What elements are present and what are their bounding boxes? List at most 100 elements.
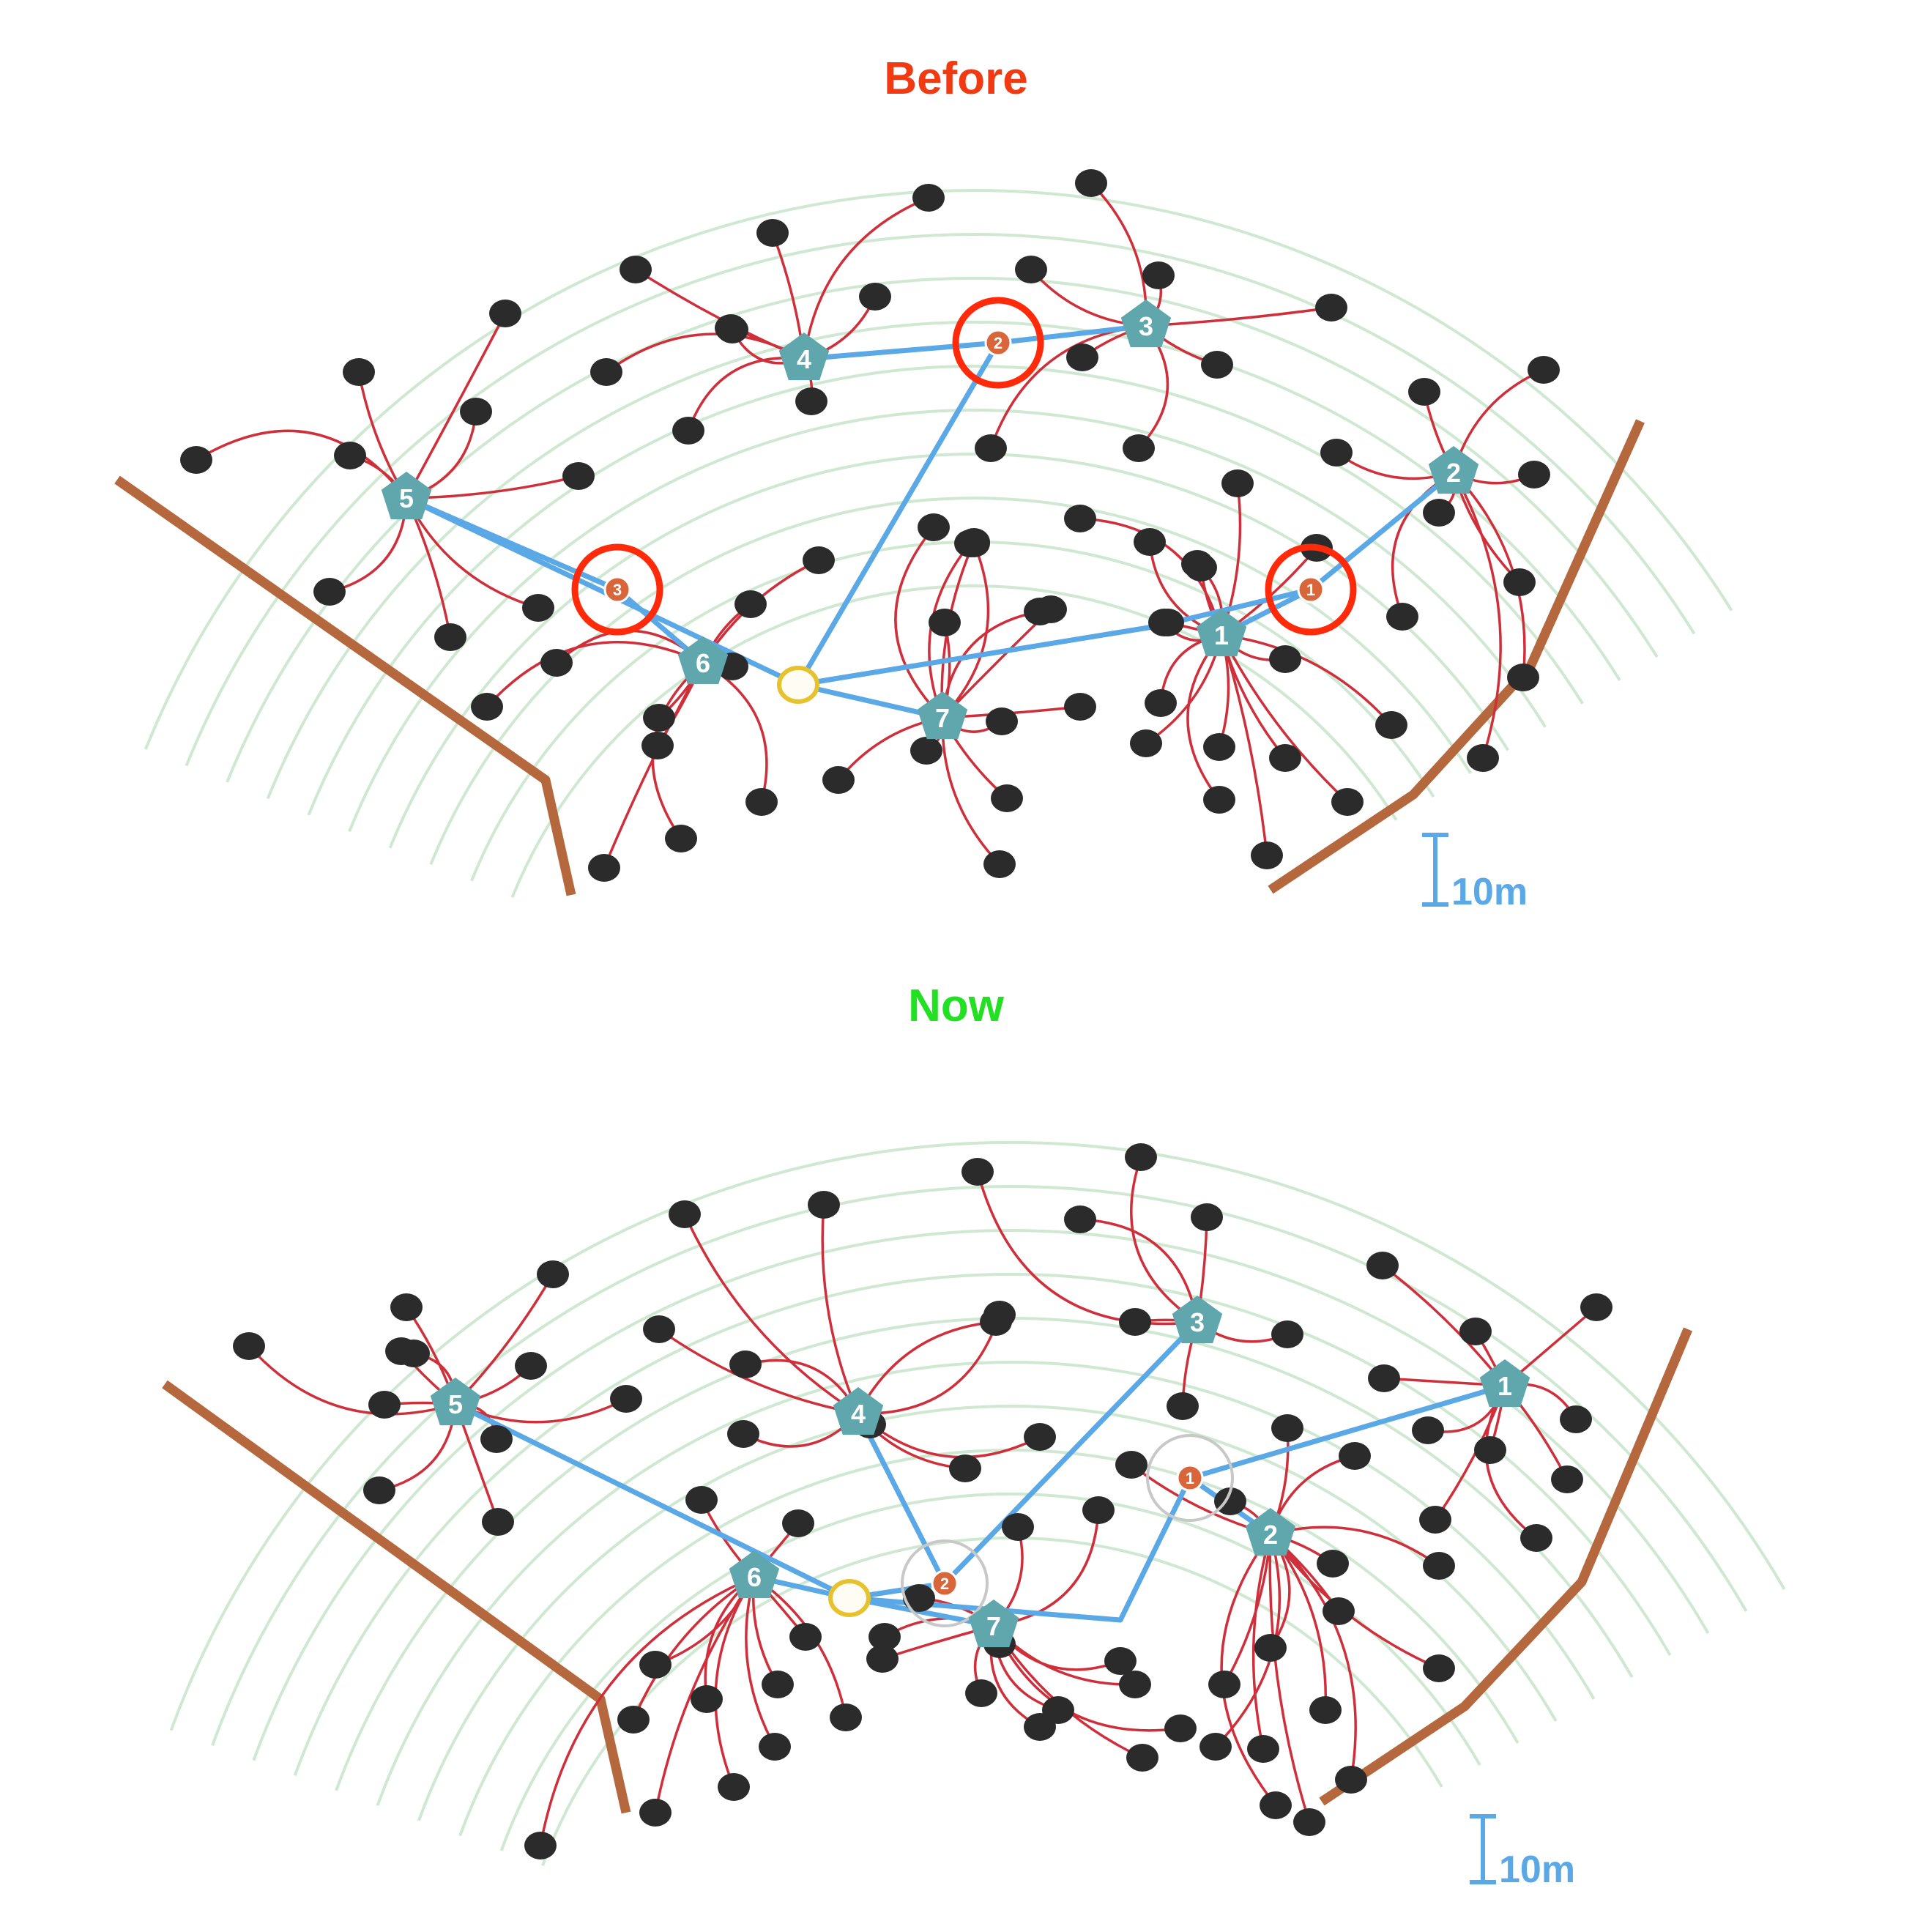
gateway-marker — [833, 1387, 884, 1435]
device-node — [590, 358, 622, 386]
cable — [1268, 1534, 1311, 1823]
device-node — [808, 1191, 840, 1219]
gateway-node: 4 — [778, 332, 830, 381]
device-node — [1419, 1506, 1451, 1534]
gateway-label: 7 — [935, 703, 950, 733]
relay-marker — [1297, 576, 1325, 603]
right-wall — [1319, 1327, 1692, 1806]
relay-node: 2 — [984, 329, 1012, 357]
gateway-marker — [1479, 1359, 1530, 1408]
relay-range-halo — [901, 1539, 989, 1627]
gateway-node: 1 — [1479, 1359, 1530, 1408]
device-node — [1317, 1550, 1349, 1578]
relay-label: 2 — [994, 334, 1003, 352]
cable — [405, 313, 507, 499]
now-title: Now — [908, 981, 1004, 1031]
device-node — [983, 850, 1016, 878]
device-node — [1164, 1714, 1197, 1742]
cable — [1484, 1385, 1538, 1539]
device-node — [1181, 550, 1213, 578]
cable — [1220, 634, 1349, 803]
device-node — [482, 1508, 514, 1536]
device-node — [617, 1706, 650, 1734]
device-node — [471, 693, 503, 721]
device-node — [949, 1454, 981, 1482]
cable — [248, 1345, 456, 1416]
cable — [683, 1214, 859, 1415]
relay-node: 1 — [1297, 576, 1325, 603]
gateway-marker — [381, 472, 432, 520]
cable — [605, 332, 805, 374]
device-node — [672, 417, 704, 445]
gateway-label: 5 — [448, 1389, 463, 1419]
device-node — [803, 546, 835, 574]
device-node — [986, 707, 1018, 735]
gateway-marker — [917, 691, 968, 740]
device-node — [515, 1352, 547, 1380]
device-node — [1375, 711, 1407, 739]
cable — [1079, 517, 1223, 636]
device-node — [822, 766, 855, 794]
gateway-node: 2 — [1428, 446, 1479, 494]
device-node — [1247, 1735, 1279, 1763]
device-node — [665, 825, 697, 852]
gateway-marker — [778, 332, 830, 381]
cable — [1381, 1264, 1506, 1387]
device-node — [762, 1671, 794, 1698]
device-node — [1580, 1293, 1612, 1321]
device-node — [1130, 729, 1162, 757]
central-hub — [828, 1579, 871, 1617]
device-node — [1104, 1647, 1137, 1675]
device-node — [1125, 1143, 1157, 1171]
device-node — [868, 1623, 901, 1651]
device-node — [756, 219, 789, 247]
device-node — [745, 788, 778, 816]
device-node — [1423, 499, 1455, 527]
relay-label: 3 — [613, 581, 622, 599]
device-node — [1412, 1416, 1444, 1444]
gateway-label: 4 — [851, 1399, 866, 1429]
device-node — [910, 737, 942, 765]
guide-arc — [335, 1317, 1634, 1791]
network-link — [795, 623, 1160, 688]
device-node — [1167, 1392, 1199, 1420]
gateway-label: 3 — [1139, 311, 1153, 341]
gateway-label: 4 — [797, 344, 811, 374]
relay-label: 2 — [940, 1575, 949, 1593]
device-node — [522, 594, 554, 622]
device-node — [313, 578, 346, 606]
device-node — [782, 1509, 814, 1537]
device-node — [759, 1733, 791, 1761]
device-node — [903, 1584, 935, 1612]
device-node — [1082, 1496, 1115, 1524]
device-node — [1507, 664, 1539, 691]
network-link — [847, 1595, 997, 1629]
device-node — [912, 184, 945, 212]
device-node — [620, 256, 652, 283]
device-node — [1024, 1713, 1056, 1741]
device-node — [434, 623, 466, 651]
cable — [658, 1328, 859, 1415]
gateway-label: 6 — [696, 648, 710, 678]
device-group — [180, 169, 1560, 882]
device-node — [610, 1385, 642, 1413]
cable — [539, 1575, 755, 1846]
relay-highlight-circle — [1265, 543, 1357, 636]
device-node — [1518, 461, 1550, 488]
device-node — [716, 316, 748, 343]
gateway-marker — [1172, 1296, 1223, 1344]
relay-label: 1 — [1306, 581, 1315, 599]
gateway-node: 2 — [1245, 1508, 1296, 1556]
scale-bar: 10m — [1422, 833, 1528, 913]
cable — [989, 324, 1147, 449]
device-node — [1134, 528, 1166, 556]
device-node — [363, 1476, 395, 1504]
device-node — [1123, 434, 1155, 462]
device-node — [1126, 1744, 1158, 1772]
cable — [821, 1204, 860, 1414]
device-node — [1064, 505, 1096, 532]
network-link — [995, 323, 1149, 346]
device-node — [1408, 378, 1440, 406]
device-node — [1560, 1405, 1592, 1433]
